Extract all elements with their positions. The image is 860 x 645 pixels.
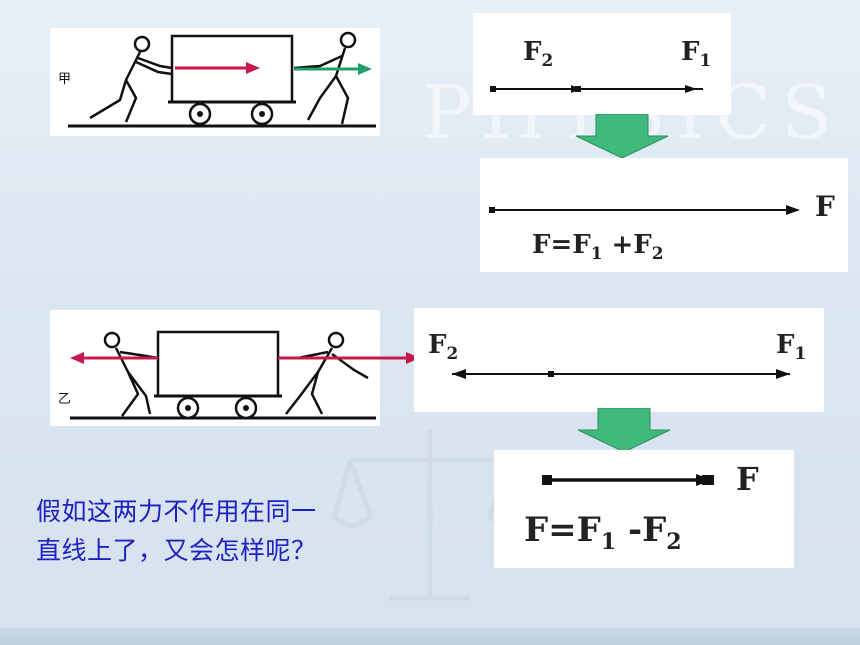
scene-a-illustration — [68, 31, 376, 128]
diagram-1-vectors — [490, 85, 703, 93]
result-2-end-label: F — [736, 460, 759, 498]
diagram-2-panel: F2 F1 — [414, 308, 824, 412]
diagram-1-panel: F2 F1 — [473, 13, 731, 115]
footer-strip — [0, 628, 860, 645]
question-text: 假如这两力不作用在同一 直线上了，又会怎样呢？ — [36, 492, 416, 570]
result-2-vector — [542, 474, 714, 486]
question-line-1: 假如这两力不作用在同一 — [36, 497, 317, 526]
scene-b-tag: 乙 — [58, 392, 72, 407]
result-2-formula: F=F1 -F2 — [524, 510, 682, 555]
down-arrow-1 — [575, 114, 669, 159]
result-1-vector — [489, 205, 800, 215]
question-line-2: 直线上了，又会怎样呢？ — [36, 536, 317, 565]
diagram-1-f1-label: F1 — [681, 37, 712, 71]
scene-a-tag: 甲 — [58, 72, 72, 87]
scene-b-illustration — [70, 330, 420, 420]
result-1-end-label: F — [815, 190, 835, 223]
result-1-panel: F F=F1 +F2 — [480, 158, 848, 272]
scene-b-panel: 乙 — [50, 310, 420, 426]
diagram-1-f2-label: F2 — [523, 37, 554, 71]
diagram-2-f2-label: F2 — [428, 330, 459, 364]
result-1-formula: F=F1 +F2 — [532, 230, 664, 264]
diagram-2-vectors — [452, 369, 790, 379]
diagram-2-f1-label: F1 — [776, 330, 807, 364]
down-arrow-2 — [577, 408, 671, 453]
result-2-panel: F F=F1 -F2 — [494, 450, 794, 568]
scene-a-panel: 甲 — [50, 28, 380, 136]
